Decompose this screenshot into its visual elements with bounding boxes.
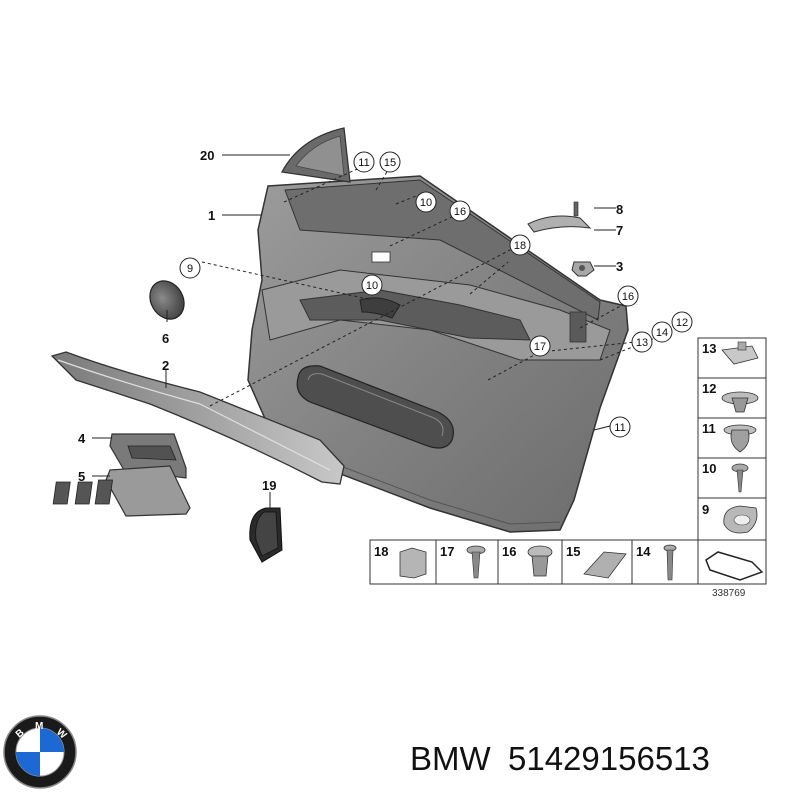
legend-label-17: 17 (440, 544, 454, 559)
fastener-14-icon (663, 544, 677, 581)
legend-label-14: 14 (636, 544, 651, 559)
fastener-12-icon (721, 391, 759, 413)
label-4: 4 (78, 431, 86, 446)
callout-11a: 11 (353, 151, 375, 173)
svg-text:10: 10 (420, 197, 432, 209)
legend-label-13: 13 (702, 341, 716, 356)
callout-10b: 10 (361, 274, 383, 296)
legend-label-11: 11 (702, 421, 716, 436)
label-7: 7 (616, 223, 623, 238)
fastener-9-icon (723, 505, 758, 534)
callout-13: 13 (631, 331, 653, 353)
callout-18: 18 (509, 234, 531, 256)
label-1: 1 (208, 208, 215, 223)
callout-16a: 16 (449, 200, 471, 222)
callout-17: 17 (529, 335, 551, 357)
clip-part-8 (573, 201, 579, 217)
svg-text:11: 11 (614, 422, 625, 434)
legend-label-10: 10 (702, 461, 716, 476)
label-19: 19 (262, 478, 276, 493)
trim-strip (50, 351, 345, 485)
callout-14: 14 (651, 321, 673, 343)
label-2: 2 (162, 358, 169, 373)
label-8: 8 (616, 202, 623, 217)
bmw-logo: B M W (3, 715, 77, 789)
callout-11b: 11 (609, 416, 631, 438)
legend-label-9: 9 (702, 502, 709, 517)
legend-bottom: 18 17 16 15 14 (369, 539, 767, 585)
window-switch-panel (52, 465, 191, 517)
svg-text:18: 18 (514, 240, 526, 252)
callout-12: 12 (671, 311, 693, 333)
legend-label-18: 18 (374, 544, 388, 559)
mirror-triangle-cover (280, 127, 351, 183)
label-6: 6 (162, 331, 169, 346)
legend-right: 13 12 11 10 9 (697, 337, 767, 541)
callout-15: 15 (379, 151, 401, 173)
fastener-18-icon (399, 547, 427, 579)
tape-roll (249, 507, 283, 563)
callout-16b: 16 (617, 285, 639, 307)
bracket-arrow-icon (705, 551, 764, 581)
label-20: 20 (200, 148, 214, 163)
label-5: 5 (78, 469, 85, 484)
callout-10a: 10 (415, 191, 437, 213)
door-trim-panel (247, 175, 629, 533)
fastener-17-icon (466, 545, 486, 579)
part-number: 51429156513 (508, 740, 710, 777)
fastener-10-icon (731, 463, 749, 493)
diagram-id-number: 338769 (712, 588, 746, 599)
legend-label-12: 12 (702, 381, 716, 396)
brand-name: BMW (410, 740, 492, 777)
leader-lines (92, 154, 616, 512)
callout-9: 9 (179, 257, 201, 279)
legend-label-16: 16 (502, 544, 516, 559)
svg-text:12: 12 (676, 317, 688, 329)
legend-label-15: 15 (566, 544, 580, 559)
svg-text:13: 13 (636, 337, 648, 349)
fastener-15-icon (583, 551, 627, 579)
fastener-11-icon (723, 424, 757, 453)
speaker-cover (149, 280, 185, 320)
dashed-leader-lines (201, 165, 661, 407)
clip-part-3 (571, 261, 595, 277)
fastener-13-icon (721, 341, 759, 365)
svg-text:14: 14 (656, 327, 668, 339)
svg-text:11: 11 (358, 157, 369, 169)
fastener-16-icon (527, 545, 553, 577)
svg-text:16: 16 (454, 206, 466, 218)
svg-text:15: 15 (384, 157, 396, 169)
svg-text:17: 17 (534, 341, 546, 353)
svg-text:16: 16 (622, 291, 634, 303)
label-3: 3 (616, 259, 623, 274)
handle-trim-strip (527, 215, 592, 233)
svg-text:10: 10 (366, 280, 378, 292)
svg-text:9: 9 (187, 263, 193, 275)
svg-text:M: M (35, 721, 43, 732)
